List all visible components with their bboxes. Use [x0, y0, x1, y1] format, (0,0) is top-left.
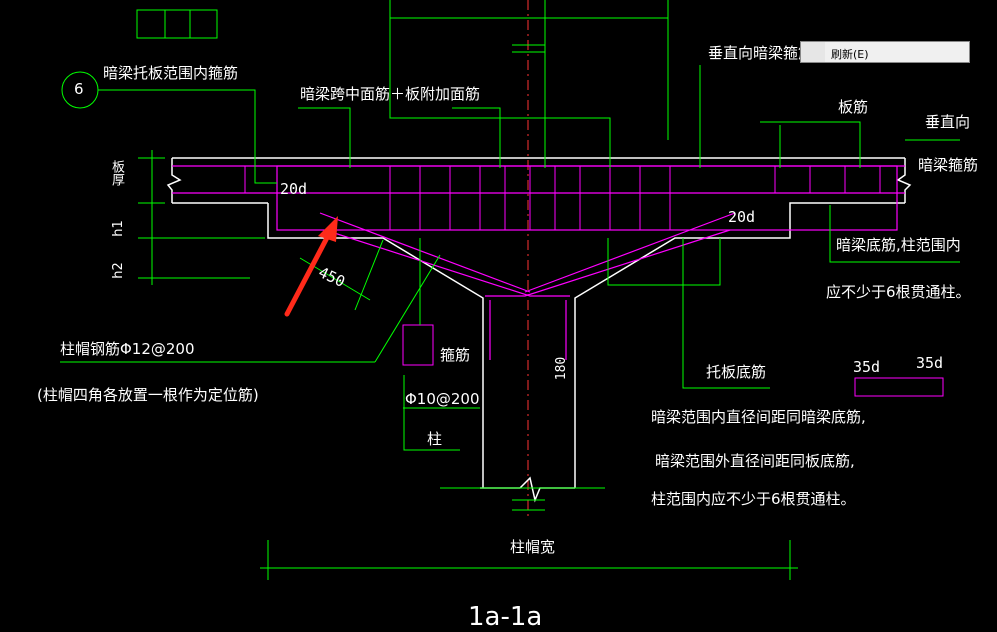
circle-number: 6 — [74, 80, 84, 98]
label-drop-panel-bottom: 托板底筋 — [706, 363, 767, 381]
rebar-lines — [172, 165, 905, 360]
context-menu-icon-strip — [801, 42, 825, 62]
stirrup-lines — [244, 166, 944, 397]
label-35d-b: 35d — [916, 354, 944, 372]
refresh-menu-item[interactable]: 刷新(E) — [831, 48, 869, 61]
label-beam-bottom-note-1: 暗梁底筋,柱范围内 — [836, 236, 961, 254]
label-h1: h1 — [110, 220, 126, 237]
note-line-3: 柱范围内应不少于6根贯通柱。 — [651, 490, 856, 508]
context-menu[interactable]: 刷新(E) — [800, 41, 970, 63]
label-stirrup: 箍筋 — [440, 346, 471, 364]
label-20d-right: 20d — [728, 208, 756, 226]
label-20d-left: 20d — [280, 180, 308, 198]
note-line-2: 暗梁范围外直径间距同板底筋, — [655, 452, 855, 470]
label-vertical-dir: 垂直向 — [925, 113, 971, 131]
label-cap-width: 柱帽宽 — [510, 538, 556, 556]
slab-outline — [166, 157, 912, 503]
label-beam-mid-top-bar: 暗梁跨中面筋＋板附加面筋 — [300, 85, 481, 103]
label-dim-180: 180 — [554, 356, 570, 381]
label-stirrup-spec: Φ10@200 — [405, 390, 480, 408]
label-beam-bottom-note-2: 应不少于6根贯通柱。 — [826, 283, 971, 301]
label-slab-bar: 板筋 — [838, 98, 869, 116]
label-cap-note: (柱帽四角各放置一根作为定位筋) — [37, 386, 259, 404]
note-line-1: 暗梁范围内直径间距同暗梁底筋, — [651, 408, 866, 426]
label-cap-bar: 柱帽钢筋Φ12@200 — [60, 340, 195, 358]
label-35d-a: 35d — [853, 358, 881, 376]
label-h2: h2 — [110, 262, 126, 279]
label-beam-stirrup-in-slab: 暗梁托板范围内箍筋 — [103, 64, 239, 82]
label-beam-stirrup: 暗梁箍筋 — [918, 156, 979, 174]
red-arrow-annotation — [284, 216, 338, 317]
section-title: 1a-1a — [468, 602, 543, 632]
label-column: 柱 — [427, 430, 443, 448]
label-slab-thick: 板厚 — [109, 160, 124, 186]
label-vertical-beam-stirrup: 垂直向暗梁箍筋 — [708, 44, 814, 62]
